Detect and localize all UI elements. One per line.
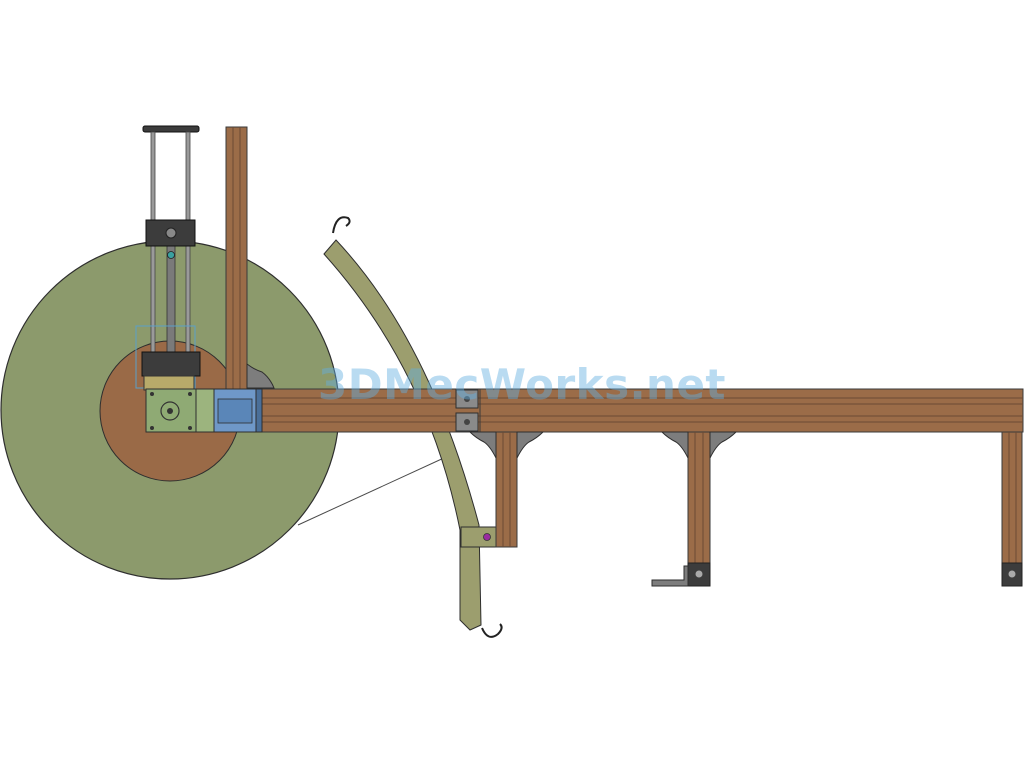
actuator-lead-screw	[166, 245, 176, 357]
actuator-mount	[143, 375, 195, 391]
vertical-post	[225, 126, 248, 392]
actuator-top-plate	[142, 125, 200, 133]
sensor-dot	[167, 251, 175, 259]
joint-bolt	[464, 396, 470, 402]
actuator-base-block	[141, 351, 201, 377]
gearbox-bolt	[150, 426, 154, 430]
carriage-bolt	[165, 227, 177, 239]
corner-bracket-left	[660, 431, 689, 459]
motor-face	[217, 398, 253, 424]
gearbox-coupler	[195, 388, 215, 433]
wire-strand	[297, 456, 447, 526]
guide-pivot-bolt	[483, 533, 491, 541]
corner-bracket-left	[468, 431, 497, 459]
motor-end-cap	[255, 388, 263, 433]
corner-bracket-right	[709, 431, 738, 459]
support-leg-1	[495, 431, 518, 548]
corner-bracket-right	[516, 431, 545, 459]
gearbox-bolt	[188, 392, 192, 396]
bottom-hook	[481, 623, 503, 638]
foot-plate	[651, 565, 689, 587]
gearbox-shaft-center	[167, 408, 173, 414]
gearbox-bolt	[188, 426, 192, 430]
post-gusset	[246, 363, 275, 389]
joint-bolt	[464, 419, 470, 425]
foot-bolt	[695, 570, 703, 578]
curved-guide-arm	[323, 239, 482, 631]
horizontal-beam	[254, 388, 1024, 433]
top-hook	[332, 216, 351, 234]
gearbox-bolt	[150, 392, 154, 396]
foot-bolt	[1008, 570, 1016, 578]
